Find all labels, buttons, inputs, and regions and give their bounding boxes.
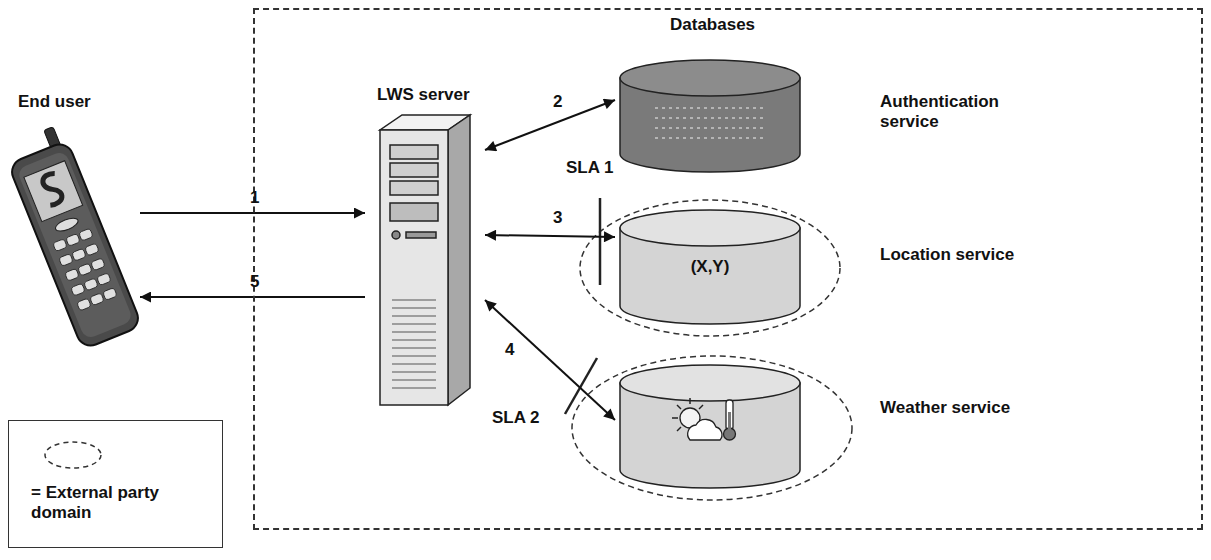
sla-label: SLA 1 xyxy=(566,158,614,178)
location-database: (X,Y) Location service xyxy=(615,195,1075,335)
provider-domain-box: DatabasesLWS server Authentication servic… xyxy=(253,8,1203,530)
database-cylinder xyxy=(620,60,800,172)
step-number: 2 xyxy=(553,92,562,112)
server-tower xyxy=(380,115,470,405)
legend-sample-layer xyxy=(9,421,221,481)
section-heading: Databases xyxy=(670,15,755,35)
weather-icon xyxy=(672,398,736,440)
legend-sample xyxy=(45,442,101,468)
service-label: Authentication service xyxy=(880,92,1030,133)
flow-arrow xyxy=(485,235,615,237)
step-number: 4 xyxy=(505,340,514,360)
service-label: Location service xyxy=(880,245,1030,265)
sla-label: SLA 2 xyxy=(492,408,540,428)
database-cylinder xyxy=(620,365,800,488)
mobile-phone xyxy=(1,124,142,350)
server-label: LWS server xyxy=(377,85,470,105)
end-user-label: End user xyxy=(18,92,91,112)
end-user-node: End user xyxy=(10,90,140,350)
external-domain-outline xyxy=(572,356,852,500)
lws-server-node: LWS server xyxy=(365,82,485,412)
sla-boundary-mark xyxy=(565,358,597,414)
database-cylinder xyxy=(620,210,800,324)
legend-text: = External party domain xyxy=(31,483,216,524)
coordinate-text: (X,Y) xyxy=(620,257,800,277)
step-number: 5 xyxy=(250,272,259,292)
service-label: Weather service xyxy=(880,398,1030,418)
sla-boundary-mark xyxy=(599,198,602,285)
flow-arrow xyxy=(485,300,615,420)
legend-box: = External party domain xyxy=(8,420,223,548)
external-domain-outline xyxy=(580,200,840,336)
weather-database: Weather service xyxy=(615,355,1075,500)
step-number: 3 xyxy=(553,208,562,228)
flow-arrow xyxy=(485,100,615,150)
step-number: 1 xyxy=(250,188,259,208)
authentication-database: Authentication service xyxy=(615,55,1075,180)
